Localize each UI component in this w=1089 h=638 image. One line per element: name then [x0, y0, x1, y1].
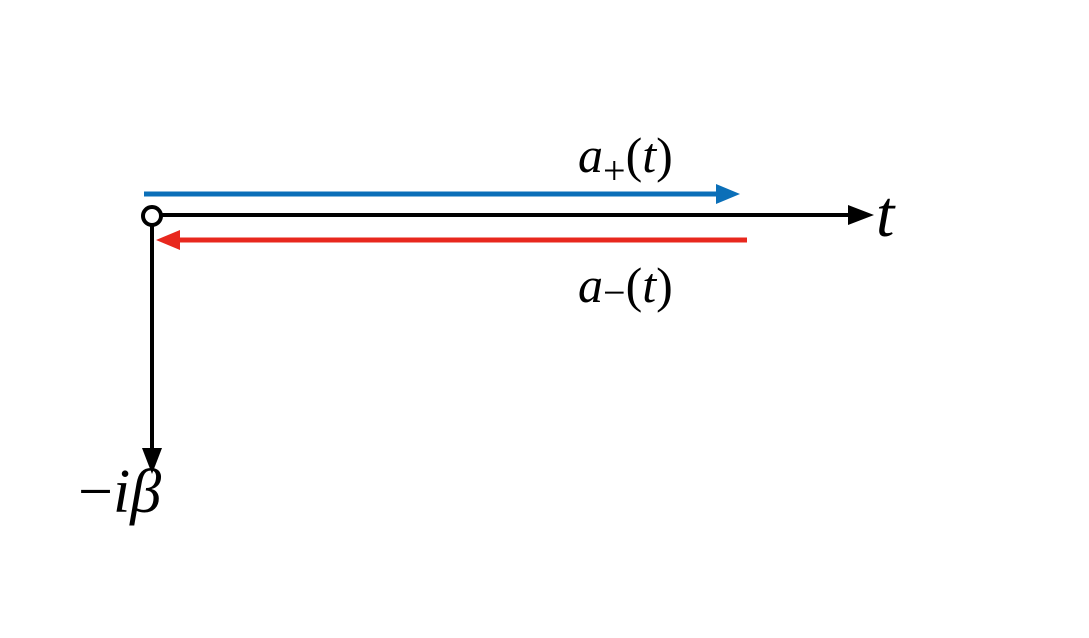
time-axis-label: t	[876, 178, 896, 251]
origin-point	[141, 205, 163, 227]
forward-branch-label: a+(t)	[578, 127, 673, 193]
imag-axis-arrowhead	[142, 448, 162, 474]
backward-branch-arrowhead	[156, 230, 180, 250]
forward-branch-arrowhead	[716, 184, 740, 204]
time-axis-arrowhead	[848, 205, 874, 225]
backward-branch-label: a−(t)	[578, 257, 673, 315]
imag-axis-label: −iβ	[78, 458, 161, 526]
